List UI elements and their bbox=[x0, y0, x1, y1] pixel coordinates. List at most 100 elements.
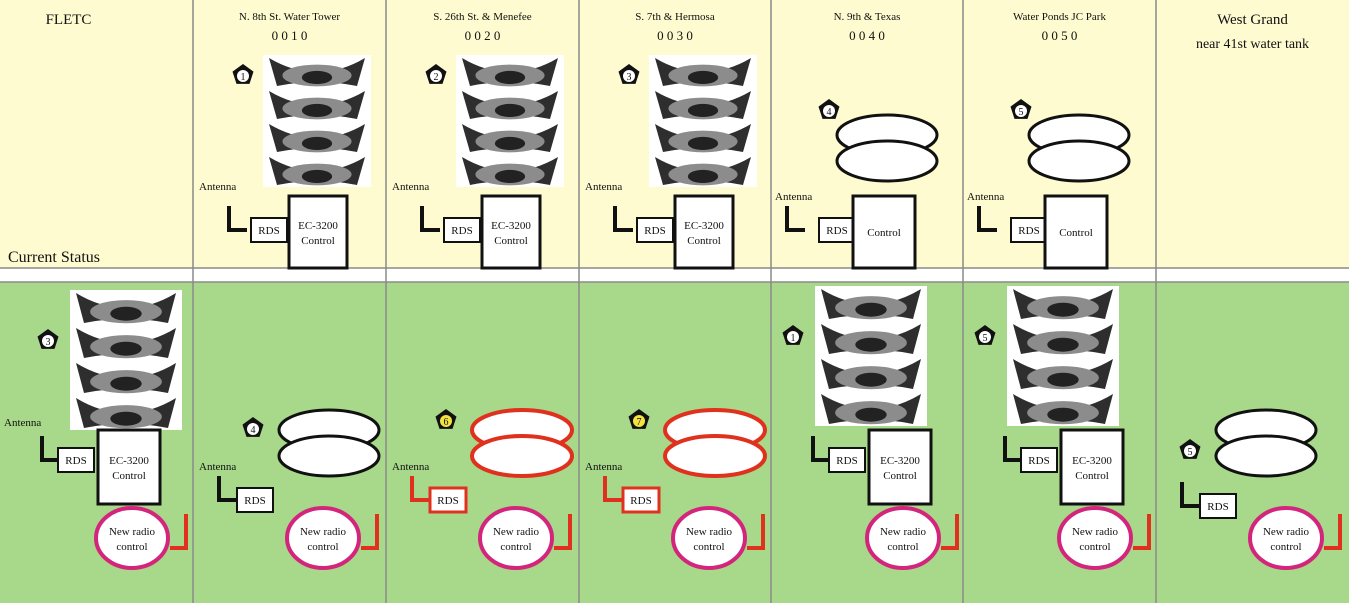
antenna-line bbox=[410, 476, 430, 502]
site-number-badge: 6 bbox=[435, 409, 457, 429]
control-box bbox=[673, 194, 735, 270]
control-box bbox=[96, 428, 162, 506]
column-header-subtitle: near 41st water tank bbox=[1196, 37, 1309, 52]
badge-inner bbox=[823, 105, 835, 117]
rds-label: RDS bbox=[451, 225, 472, 237]
badge-inner bbox=[42, 335, 54, 347]
badge-inner bbox=[1184, 445, 1196, 457]
badge-inner bbox=[1015, 105, 1027, 117]
new-radio-lead bbox=[554, 514, 572, 550]
new-radio-label-line1: New radio bbox=[880, 526, 927, 538]
rds-label: RDS bbox=[437, 495, 458, 507]
new-radio-label-line2: control bbox=[116, 541, 147, 553]
badge-number: 3 bbox=[627, 72, 632, 83]
antenna-lead bbox=[613, 206, 633, 232]
rds-box bbox=[57, 447, 95, 473]
rds-label: RDS bbox=[826, 225, 847, 237]
antenna-label: Antenna bbox=[199, 181, 236, 193]
new-radio-ellipse bbox=[1248, 506, 1324, 570]
badge-number: 1 bbox=[241, 72, 246, 83]
horn-mouth bbox=[1047, 337, 1079, 352]
rds-box bbox=[828, 447, 866, 473]
antenna-label: Antenna bbox=[392, 461, 429, 473]
new-radio-ellipse bbox=[1057, 506, 1133, 570]
antenna-line bbox=[40, 436, 60, 462]
rds-box bbox=[1010, 217, 1048, 243]
disc-siren-icon bbox=[1214, 408, 1318, 478]
column-header-name: Water Ponds JC Park bbox=[1013, 11, 1106, 23]
antenna-lead bbox=[785, 206, 805, 232]
antenna-line bbox=[1003, 436, 1023, 462]
disc-siren-icon bbox=[1027, 113, 1131, 183]
new-radio-label-line1: New radio bbox=[686, 526, 733, 538]
antenna-line bbox=[603, 476, 623, 502]
horn-mouth bbox=[494, 70, 526, 85]
site-number-badge: 1 bbox=[232, 64, 254, 84]
antenna-label: Antenna bbox=[775, 191, 812, 203]
stacked-horn-siren-icon bbox=[70, 290, 182, 430]
badge-number: 5 bbox=[1188, 447, 1193, 458]
control-label-type: Control bbox=[112, 470, 146, 482]
antenna-label: Antenna bbox=[585, 181, 622, 193]
control-label-model: EC-3200 bbox=[684, 220, 724, 232]
rds-box bbox=[621, 486, 661, 514]
rds-module: RDS bbox=[1010, 217, 1048, 243]
control-box bbox=[287, 194, 349, 270]
column-header-name: N. 8th St. Water Tower bbox=[239, 11, 341, 23]
antenna-lead bbox=[1180, 482, 1200, 508]
badge-number: 5 bbox=[983, 333, 988, 344]
new-radio-ellipse bbox=[478, 506, 554, 570]
new-radio-label-line1: New radio bbox=[109, 526, 156, 538]
horn-mouth bbox=[1047, 407, 1079, 422]
badge-number: 6 bbox=[444, 417, 449, 428]
badge-inner bbox=[979, 331, 991, 343]
site-number-badge: 5 bbox=[974, 325, 996, 345]
new-radio-label-line2: control bbox=[693, 541, 724, 553]
site-number-badge: 7 bbox=[628, 409, 650, 429]
horn-mouth bbox=[855, 372, 887, 387]
column-header-name: West Grand bbox=[1217, 12, 1288, 28]
antenna-label: Antenna bbox=[967, 191, 1004, 203]
control-label-type: Control bbox=[301, 235, 335, 247]
column-header-code: 0 0 4 0 bbox=[849, 28, 885, 43]
rds-box bbox=[443, 217, 481, 243]
disc-siren-icon bbox=[835, 113, 939, 183]
badge-number: 1 bbox=[791, 333, 796, 344]
horn-mouth bbox=[301, 169, 333, 184]
antenna-line bbox=[811, 436, 831, 462]
horn-mouth bbox=[687, 70, 719, 85]
horn-mouth bbox=[110, 376, 142, 391]
rds-module: RDS bbox=[1020, 447, 1058, 473]
site-number-badge: 3 bbox=[37, 329, 59, 349]
rds-box bbox=[1020, 447, 1058, 473]
control-box bbox=[1059, 428, 1125, 506]
disc-lower bbox=[663, 434, 767, 478]
site-number-badge: 3 bbox=[618, 64, 640, 84]
antenna-line bbox=[785, 206, 805, 232]
new-radio-ellipse bbox=[94, 506, 170, 570]
horn-mouth bbox=[301, 70, 333, 85]
horn-mouth bbox=[494, 169, 526, 184]
horn-mouth bbox=[301, 136, 333, 151]
antenna-line bbox=[613, 206, 633, 232]
column-header-name: S. 26th St. & Menefee bbox=[433, 11, 531, 23]
disc-lower bbox=[470, 434, 574, 478]
control-label-type: Control bbox=[883, 470, 917, 482]
rds-module: RDS bbox=[428, 486, 468, 514]
column-header-code: 0 0 3 0 bbox=[657, 28, 693, 43]
horn-mouth bbox=[110, 306, 142, 321]
horn-mouth bbox=[855, 302, 887, 317]
